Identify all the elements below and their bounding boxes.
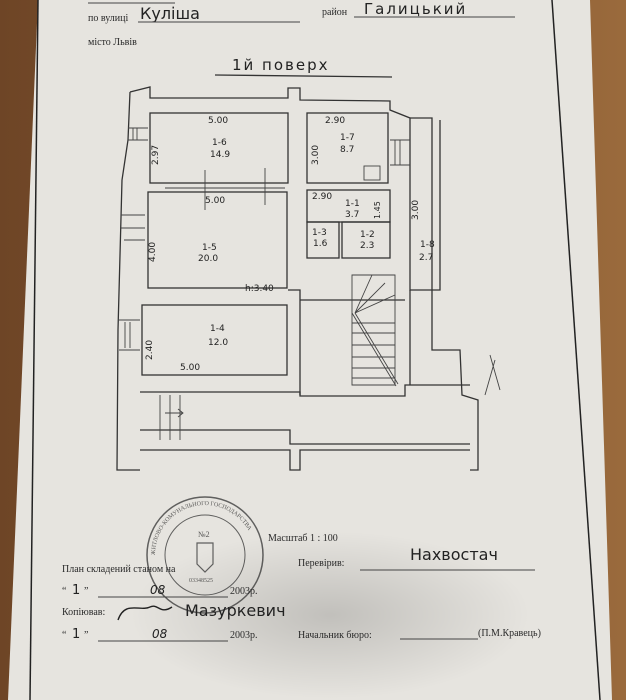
trident-icon [196, 542, 214, 573]
room-1-2-id: 1-2 [360, 230, 375, 240]
room-1-5 [147, 191, 288, 289]
ceiling-height: h:3.40 [245, 284, 274, 294]
city-label: місто Львів [88, 37, 137, 48]
room-1-1-depth: 1.45 [373, 201, 382, 219]
room-1-7-area: 8.7 [340, 145, 354, 155]
quote-close: ” [84, 586, 88, 597]
frame-right [551, 0, 601, 700]
room-1-5-id: 1-5 [202, 243, 217, 253]
room-1-7-depth: 3.00 [311, 145, 321, 165]
district-value: Галицький [364, 0, 467, 18]
room-1-4-width: 5.00 [180, 363, 200, 373]
room-1-7-id: 1-7 [340, 133, 355, 143]
stamp-number: №2 [198, 530, 210, 539]
signature [117, 605, 173, 621]
room-1-6-depth: 2.97 [151, 145, 161, 165]
vent-box [363, 165, 381, 181]
room-1-1-id: 1-1 [345, 199, 360, 209]
plan-as-of-label: План складений станом на [62, 564, 176, 575]
copied-by: Мазуркевич [185, 601, 286, 620]
room-1-7-width: 2.90 [325, 116, 345, 126]
date1-year: 2003р. [230, 586, 258, 597]
room-1-5-area: 20.0 [198, 254, 218, 264]
room-1-4 [141, 304, 288, 376]
room-1-4-id: 1-4 [210, 324, 225, 334]
quote-close-2: ” [84, 630, 88, 641]
quote-open-2: “ [62, 630, 67, 641]
street-value: Куліша [140, 4, 200, 23]
district-label: район [322, 7, 348, 18]
room-1-6 [149, 112, 289, 184]
floor-plan [116, 86, 501, 471]
room-labels: 5.00 1-6 14.9 2.97 2.90 1-7 8.7 3.00 5.0… [145, 116, 435, 373]
date2-month: 08 [152, 627, 168, 641]
head-label: Начальник бюро: [298, 630, 372, 641]
room-1-6-id: 1-6 [212, 138, 227, 148]
room-1-5-width: 5.00 [205, 196, 225, 206]
date2-day: 1 [72, 627, 80, 642]
room-1-1-width: 2.90 [312, 192, 332, 202]
room-1-6-area: 14.9 [210, 150, 230, 160]
scale: Масштаб 1 : 100 [268, 533, 338, 544]
date1-day: 1 [72, 583, 80, 598]
room-1-2-area: 2.3 [360, 241, 374, 251]
frame-left [29, 0, 39, 700]
staircase [351, 274, 399, 387]
room-1-6-width: 5.00 [208, 116, 228, 126]
room-1-3 [306, 221, 340, 259]
quote-open: “ [62, 586, 67, 597]
room-1-2 [341, 221, 391, 259]
street-label: по вулиці [88, 13, 128, 24]
shadow [130, 531, 530, 699]
room-1-1-area: 3.7 [345, 210, 359, 220]
date1-month: 08 [150, 583, 166, 597]
date2-year: 2003р. [230, 630, 258, 641]
room-1-3-area: 1.6 [313, 239, 328, 249]
copied-label: Копіював: [62, 607, 105, 618]
head-name: (П.М.Кравець) [478, 628, 541, 639]
room-1-5-depth: 4.00 [148, 242, 158, 262]
checked-label: Перевірив: [298, 558, 344, 569]
room-1-8-area: 2.7 [419, 253, 433, 263]
title-underline [214, 74, 393, 78]
room-1-3-id: 1-3 [312, 228, 327, 238]
stamp-code: 03348525 [189, 578, 213, 584]
room-1-4-area: 12.0 [208, 338, 228, 348]
plan-title: 1й поверх [232, 56, 330, 74]
paper-sheet [8, 0, 612, 700]
room-1-4-depth: 2.40 [145, 340, 155, 360]
checked-by: Нахвостач [410, 545, 498, 564]
room-1-8-depth: 3.00 [411, 200, 421, 220]
room-1-8-id: 1-8 [420, 240, 435, 250]
room-1-7 [306, 112, 389, 184]
